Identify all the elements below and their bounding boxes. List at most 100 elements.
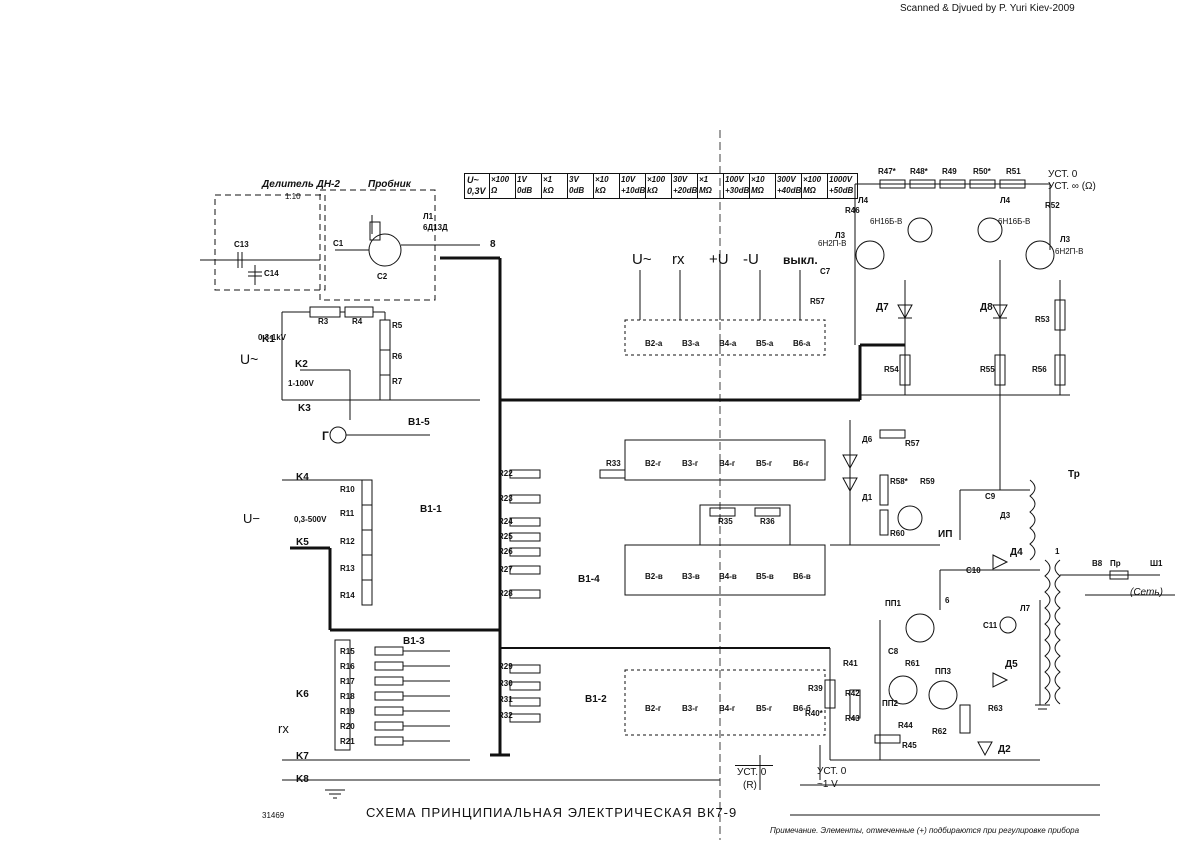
label-r26: R26 — [498, 548, 513, 556]
mode-label-plus-u: +U — [709, 252, 729, 267]
diode-d1: Д1 — [862, 494, 872, 502]
label-r50: R50* — [973, 168, 991, 176]
adjust-v-box: УСТ. 0 ~1 V — [815, 765, 857, 793]
jack-k7: K7 — [296, 752, 309, 762]
cap-c7: C7 — [820, 268, 830, 276]
label-r24: R24 — [498, 518, 513, 526]
doc-number: 31469 — [262, 812, 284, 820]
range-cell-bottom: Ω — [491, 186, 497, 195]
node-label-6: 6 — [945, 597, 949, 605]
diode-d6: Д6 — [862, 436, 872, 444]
range-cell-bottom: +10dB — [621, 186, 645, 195]
label-r7: R7 — [392, 378, 402, 386]
label-r15: R15 — [340, 648, 355, 656]
label-r25: R25 — [498, 533, 513, 541]
range-cell: 30V+20dB — [671, 174, 698, 198]
wafer-b1-1: B1-1 — [420, 505, 442, 515]
label-r63: R63 — [988, 705, 1003, 713]
label-r44: R44 — [898, 722, 913, 730]
label-r53: R53 — [1035, 316, 1050, 324]
label-r42: R42 — [845, 690, 860, 698]
tube-l4-b-label: Л4 — [1000, 197, 1010, 205]
range-cell: 300V +40dB — [775, 174, 802, 198]
switch-label-row-a: B2-a — [645, 340, 662, 348]
switch-label-row-g: B6-г — [793, 460, 809, 468]
switch-label-row-g: B3-г — [682, 460, 698, 468]
label-r33: R33 — [606, 460, 621, 468]
wafer-b1-3: B1-3 — [403, 637, 425, 647]
range-cell-bottom: MΩ — [699, 186, 712, 195]
zero-adjust-line1: УСТ. 0 — [1048, 170, 1077, 180]
switch-label-row-a: B5-a — [756, 340, 773, 348]
jack-k4: K4 — [296, 473, 309, 483]
range-cell-top: ×10 — [751, 175, 765, 184]
adjust-v-line2: ~1 V — [817, 780, 838, 790]
tube-l3-a-label: Л3 — [1060, 236, 1070, 244]
jack-k6: K6 — [296, 690, 309, 700]
label-r30: R30 — [498, 680, 513, 688]
range-cell: ×100kΩ — [645, 174, 672, 198]
cap-c2: C2 — [377, 273, 387, 281]
label-r57: R57 — [905, 440, 920, 448]
tube-l1-label: Л1 — [423, 213, 433, 221]
range-cell: ×10kΩ — [593, 174, 620, 198]
switch-label-row-g: B5-г — [756, 460, 772, 468]
label-r5: R5 — [392, 322, 402, 330]
switch-label-row-v: B2-в — [645, 573, 663, 581]
label-r55: R55 — [980, 366, 995, 374]
ac-range-1: 0,3-1kV — [258, 334, 286, 342]
range-cell-top: ×100 — [803, 175, 821, 184]
range-cell: 100V+30dB — [723, 174, 750, 198]
tube-l1-type: 6Д13Д — [423, 224, 448, 232]
range-cell-top: ×1 — [543, 175, 552, 184]
zero-adjust-line2: УСТ. ∞ (Ω) — [1048, 182, 1096, 192]
tube-l4-b-type: 6Н16Б-В — [998, 218, 1030, 226]
range-row-header-top: U~ — [467, 175, 479, 185]
label-r19: R19 — [340, 708, 355, 716]
fuse-label: Пр — [1110, 560, 1121, 568]
label-r21: R21 — [340, 738, 355, 746]
label-r43: R43 — [845, 715, 860, 723]
diagram-title: СХЕМА ПРИНЦИПИАЛЬНАЯ ЭЛЕКТРИЧЕСКАЯ ВК7-9 — [366, 806, 737, 819]
switch-label-row-g: B2-г — [645, 460, 661, 468]
range-cell-bottom: MΩ — [751, 186, 764, 195]
adjust-v-line1: УСТ. 0 — [817, 767, 846, 777]
switch-label-row-v: B3-в — [682, 573, 700, 581]
jack-k3: K3 — [298, 404, 311, 414]
wafer-b1-2: B1-2 — [585, 695, 607, 705]
range-cell-top: 30V — [673, 175, 687, 184]
ac-input-label: U~ — [240, 352, 258, 366]
adjust-r-line2: (R) — [743, 781, 757, 791]
mains-label: (Сеть) — [1130, 588, 1163, 598]
switch-b8-label: В8 — [1092, 560, 1102, 568]
range-cell-top: 1000V — [829, 175, 852, 184]
range-cell-top: 300V — [777, 175, 796, 184]
cap-c10: C10 — [966, 567, 981, 575]
mode-label-minus-u: -U — [743, 252, 759, 267]
label-r54: R54 — [884, 366, 899, 374]
generator-label: Г — [322, 430, 329, 442]
range-cell: 1000V+50dB — [827, 174, 854, 198]
dc-range: 0,3-500V — [294, 516, 326, 524]
switch-label-row-b: B2-г — [645, 705, 661, 713]
range-cell-bottom: +40dB — [777, 186, 801, 195]
range-cell-top: ×100 — [491, 175, 509, 184]
range-cell-bottom: kΩ — [543, 186, 554, 195]
label-r18: R18 — [340, 693, 355, 701]
label-r41: R41 — [843, 660, 858, 668]
label-r61: R61 — [905, 660, 920, 668]
tube-l4-a-type: 6Н16Б-В — [870, 218, 902, 226]
range-cell: 1V0dB — [515, 174, 542, 198]
label-r46: R46 — [845, 207, 860, 215]
label-r14: R14 — [340, 592, 355, 600]
range-cell-bottom: +30dB — [725, 186, 749, 195]
node-label-1: 1 — [1055, 548, 1059, 556]
label-r58: R58* — [890, 478, 908, 486]
switch-label-row-v: B4-в — [719, 573, 737, 581]
wafer-b1-4: B1-4 — [578, 575, 600, 585]
divider-ratio: 1:10 — [285, 193, 301, 201]
rx-input-label: rx — [278, 722, 289, 735]
label-r17: R17 — [340, 678, 355, 686]
transistor-pp1: ПП1 — [885, 600, 901, 608]
